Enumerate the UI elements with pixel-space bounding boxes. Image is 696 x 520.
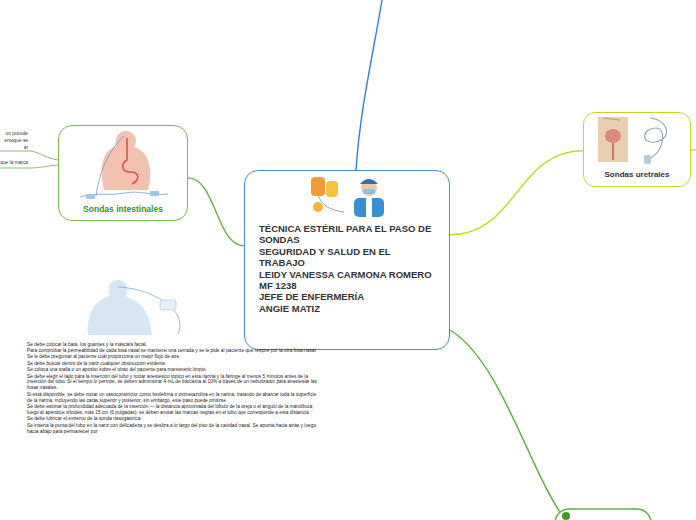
iv-bag [326, 181, 338, 197]
tube [96, 136, 124, 196]
left-branch [0, 151, 58, 160]
topic-text: LEIDY VANESSA CARMONA ROMERO [259, 269, 435, 280]
right-branch [691, 149, 696, 150]
nurse-illustration [311, 177, 384, 217]
icon [562, 512, 570, 520]
procedure-text: Se debe colocar la bata, los guantes y l… [27, 342, 321, 435]
syringe [160, 300, 176, 310]
catheter [645, 118, 667, 160]
central-topic: TÉCNICA ESTÉRIL PARA EL PASO DE SONDASSE… [244, 170, 450, 350]
node-outline [555, 509, 651, 520]
leader [603, 118, 620, 120]
digestive-illustration [80, 131, 168, 199]
digestive-tract [123, 138, 138, 184]
connector-piece [150, 191, 159, 196]
urethra [612, 143, 613, 160]
branch-connector [450, 151, 583, 235]
iv-bag [311, 177, 325, 196]
connector-piece [86, 194, 95, 199]
fragment-label: ar [24, 145, 28, 150]
topic-text: JEFE DE ENFERMERÍA [259, 291, 435, 302]
nurse-head [361, 180, 377, 196]
torso [102, 131, 151, 190]
iv-drop [313, 202, 323, 212]
bladder [605, 129, 621, 143]
fragment-label: que la marca [0, 160, 28, 165]
procedure-step: Se inserta la punta del tubo en la nariz… [27, 423, 321, 435]
subtopic-box: Sondas uretrales [583, 112, 691, 187]
procedure-step: Para comprobar la permeabilidad de cada … [27, 348, 321, 360]
topic-text: MF 1238 [259, 280, 435, 291]
patient [88, 280, 152, 335]
nurse-cap [360, 179, 378, 184]
subtopic-label: Sondas uretrales [588, 170, 686, 180]
fragment-label: entoque se [4, 138, 28, 143]
topic-text: TÉCNICA ESTÉRIL PARA EL PASO DE SONDAS [259, 223, 435, 246]
left-branch [0, 165, 58, 168]
nurse-body [354, 198, 384, 217]
procedure-step: Se debe elegir el lado para la inserción… [27, 374, 321, 392]
catheter-bag [644, 155, 651, 164]
nurse-collar [366, 198, 372, 217]
urethral-illustration [598, 117, 666, 164]
procedure-step: Se debe lubricar el extremo de la sonda … [27, 416, 321, 422]
partial-node [555, 509, 651, 520]
procedure-step: Se debe buscar dentro de la nariz cualqu… [27, 361, 321, 367]
fragment-label: un pocode [6, 131, 28, 136]
top-branch [356, 0, 382, 170]
procedure-step: Se debe colocar la bata, los guantes y l… [27, 342, 321, 348]
procedure-step: Se debe estimar la profundidad adecuada … [27, 404, 321, 416]
topic-text: SEGURIDAD Y SALUD EN EL TRABAJO [259, 246, 435, 269]
branch-connector [188, 178, 244, 246]
bottom-branch [450, 330, 560, 512]
nurse-mask [363, 189, 375, 194]
topic-text: ANGIE MATIZ [259, 303, 435, 314]
procedure-step: Se coloca una toalla o un apósito sobre … [27, 367, 321, 373]
ng-tube [118, 287, 180, 334]
patient-illustration [88, 280, 180, 335]
subtopic-label: Sondas intestinales [65, 204, 181, 214]
pelvis-figure [598, 117, 628, 162]
procedure-step: Si está disponible, se debe rociar un va… [27, 392, 321, 404]
subtopic-box: Sondas intestinales [58, 125, 188, 221]
